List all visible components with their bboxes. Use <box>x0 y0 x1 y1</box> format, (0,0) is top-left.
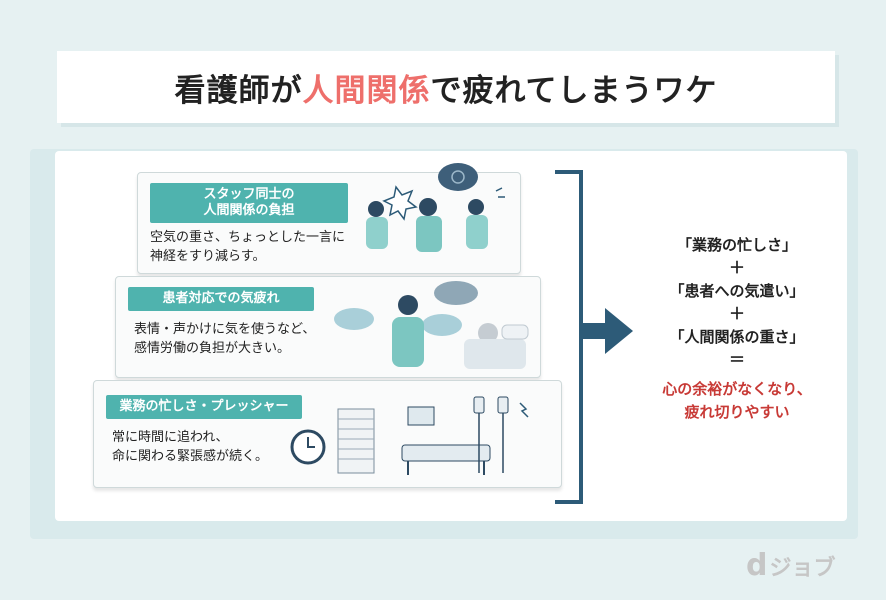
logo-mark: d <box>746 548 768 583</box>
title-accent: 人間関係 <box>302 72 431 109</box>
summary-plus-2: ＋ <box>728 304 745 323</box>
title-pre: 看護師が <box>174 72 303 109</box>
card-patient-tag: 患者対応での気疲れ <box>128 287 314 311</box>
card-workload: 業務の忙しさ・プレッシャー 常に時間に追われ、 命に関わる緊張感が続く。 <box>93 380 562 488</box>
logo-text: ジョブ <box>769 555 836 581</box>
card-staff-tag: スタッフ同士の 人間関係の負担 <box>150 183 348 223</box>
bracket-arrow <box>555 170 633 504</box>
nurses-illustration <box>366 163 505 252</box>
summary-item-patient: 「患者への気遣い」 <box>669 282 805 300</box>
page-title: 看護師が人間関係で疲れてしまうワケ <box>57 51 835 123</box>
summary-equals: ＝ <box>728 350 745 369</box>
card-patient-care: 患者対応での気疲れ 表情・声かけに気を使うなど、 感情労働の負担が大きい。 <box>115 276 541 378</box>
djob-logo: d ジョブ <box>746 548 836 583</box>
summary-item-workload: 「業務の忙しさ」 <box>676 236 797 254</box>
workload-illustration <box>290 396 529 475</box>
card-workload-tag: 業務の忙しさ・プレッシャー <box>106 395 302 419</box>
summary-equation: 「業務の忙しさ」 ＋ 「患者への気遣い」 ＋ 「人間関係の重さ」 ＝ 心の余裕が… <box>638 232 836 424</box>
summary-item-relations: 「人間関係の重さ」 <box>669 328 805 346</box>
summary-result-line1: 心の余裕がなくなり、 <box>662 380 812 398</box>
card-staff-desc: 空気の重さ、ちょっとした一言に 神経をすり減らす。 <box>150 230 346 264</box>
summary-plus-1: ＋ <box>728 258 745 277</box>
title-post: で疲れてしまうワケ <box>430 72 718 109</box>
card-workload-desc: 常に時間に追われ、 命に関わる緊張感が続く。 <box>112 430 269 464</box>
patient-illustration <box>334 281 529 369</box>
summary-result-line2: 疲れ切りやすい <box>684 403 790 421</box>
card-patient-desc: 表情・声かけに気を使うなど、 感情労働の負担が大きい。 <box>134 322 316 356</box>
card-staff-relations: スタッフ同士の 人間関係の負担 空気の重さ、ちょっとした一言に 神経をすり減らす… <box>137 163 521 274</box>
